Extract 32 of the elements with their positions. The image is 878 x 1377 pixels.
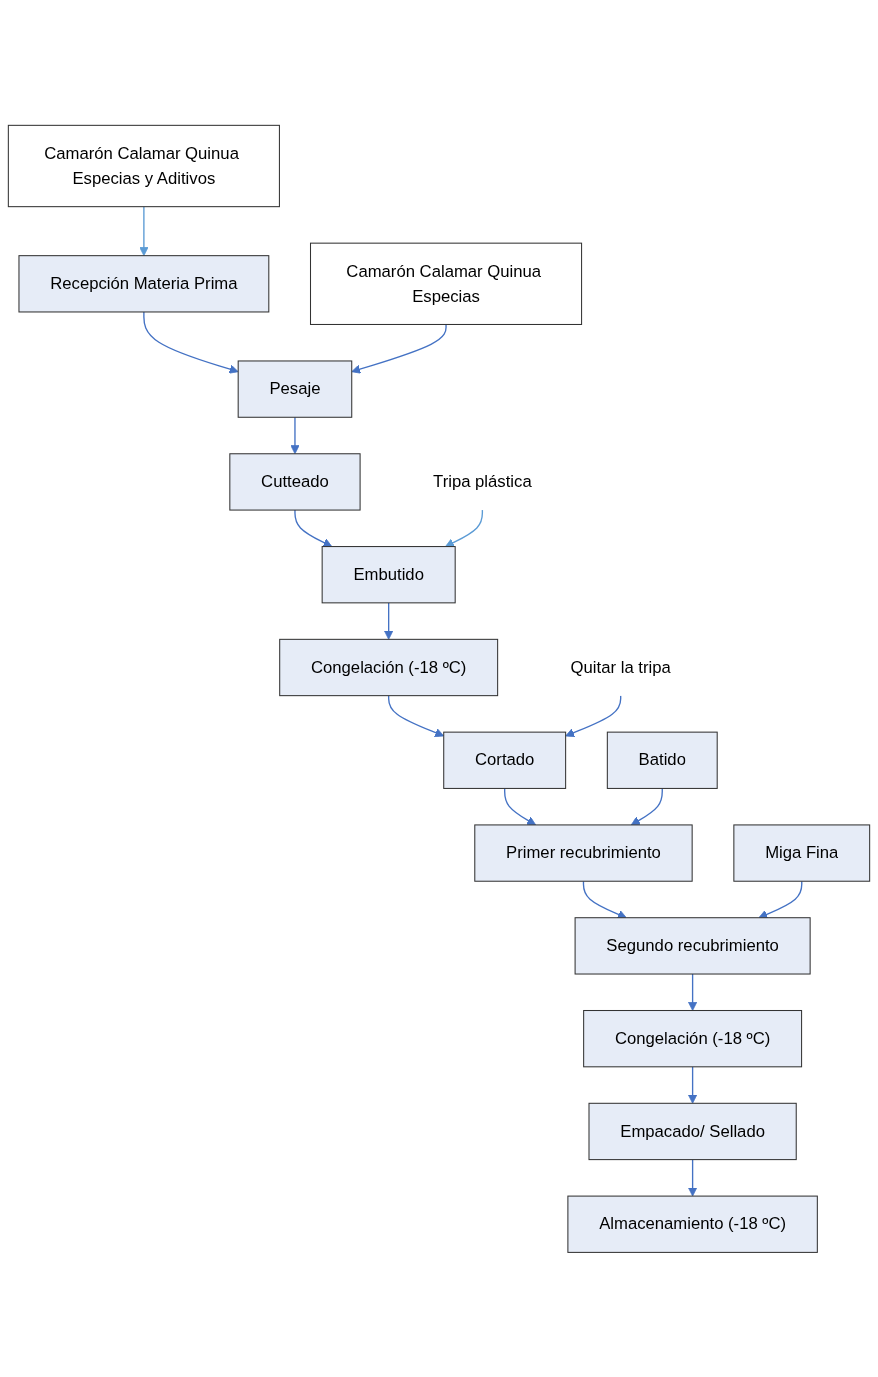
arrow: [688, 972, 698, 1011]
arrow: [290, 416, 300, 454]
node-box: Segundo recubrimiento: [574, 916, 811, 975]
arrow: [630, 787, 663, 825]
node-box: Congelación (-18 ºC): [583, 1009, 803, 1067]
node-box: Embutido: [321, 545, 456, 603]
arrow: [294, 509, 333, 547]
node-box: Camarón Calamar Quinua Especias: [310, 242, 583, 325]
arrow: [565, 694, 622, 737]
node-box: Cutteado: [229, 452, 361, 511]
node-text: Tripa plástica: [433, 472, 532, 490]
arrow: [445, 509, 484, 547]
node-box: Recepción Materia Prima: [18, 254, 270, 313]
node-text: Quitar la tripa: [570, 657, 671, 676]
node-box: Congelación (-18 ºC): [279, 638, 499, 696]
arrow: [351, 323, 447, 374]
node-box: Pesaje: [237, 360, 353, 418]
node-box: Empacado/ Sellado: [588, 1102, 797, 1160]
arrow: [139, 205, 149, 256]
node-box: Miga Fina: [733, 824, 871, 882]
arrow: [758, 880, 803, 919]
arrow: [504, 787, 537, 825]
node-box: Camarón Calamar Quinua Especias y Aditivos: [7, 124, 280, 207]
node-box: Almacenamiento (-18 ºC): [567, 1195, 818, 1253]
arrow: [143, 310, 239, 374]
arrow: [688, 1065, 698, 1104]
node-box: Batido: [606, 731, 718, 789]
node-box: Cortado: [443, 731, 567, 789]
arrow: [384, 601, 394, 640]
arrow: [582, 880, 627, 919]
node-box: Primer recubrimiento: [474, 824, 693, 882]
arrow: [688, 1158, 698, 1197]
